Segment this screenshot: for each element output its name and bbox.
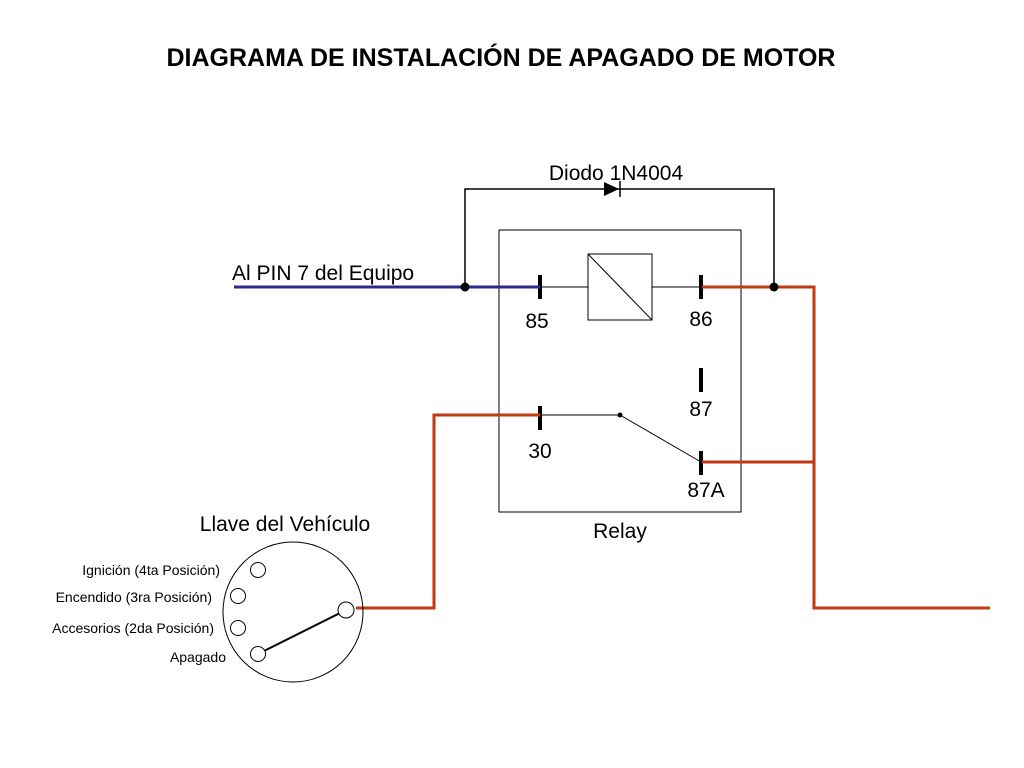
red-wire-output bbox=[702, 285, 990, 610]
diagram-title: DIAGRAMA DE INSTALACIÓN DE APAGADO DE MO… bbox=[167, 42, 836, 72]
key-position-ignicion bbox=[250, 562, 266, 578]
relay-box bbox=[498, 229, 742, 513]
diode-path bbox=[464, 181, 775, 287]
key-position-encendido bbox=[230, 588, 246, 604]
key-position-label-2: Encendido (3ra Posición) bbox=[56, 589, 212, 605]
key-position-label-1: Ignición (4ta Posición) bbox=[82, 562, 220, 578]
diode-label: Diodo 1N4004 bbox=[549, 162, 684, 185]
key-position-accesorios bbox=[230, 620, 246, 636]
key-common-terminal bbox=[337, 601, 355, 619]
key-label: Llave del Vehículo bbox=[200, 513, 370, 536]
junction-dot-right bbox=[769, 282, 779, 292]
key-position-label-4: Apagado bbox=[170, 649, 226, 665]
terminal-85-label: 85 bbox=[525, 310, 548, 333]
ignition-key-dial bbox=[222, 541, 364, 683]
terminal-30 bbox=[538, 406, 542, 430]
terminal-86-label: 86 bbox=[689, 308, 712, 331]
terminal-87a bbox=[699, 451, 703, 475]
terminal-30-label: 30 bbox=[528, 440, 551, 463]
terminal-87 bbox=[699, 368, 703, 392]
key-position-apagado bbox=[250, 646, 266, 662]
relay-coil bbox=[587, 253, 653, 321]
relay-label: Relay bbox=[593, 520, 647, 543]
diode-symbol bbox=[604, 182, 619, 196]
key-position-label-3: Accesorios (2da Posición) bbox=[52, 620, 214, 636]
terminal-87-label: 87 bbox=[689, 398, 712, 421]
relay-switch-arm bbox=[619, 414, 702, 463]
red-wire-30-key bbox=[356, 413, 540, 610]
terminal-87a-label: 87A bbox=[687, 479, 724, 502]
terminal-86 bbox=[699, 275, 703, 299]
junction-dot-left bbox=[460, 282, 470, 292]
relay-switch-pivot bbox=[617, 412, 623, 418]
key-selector-arm bbox=[257, 609, 347, 655]
pin-label: Al PIN 7 del Equipo bbox=[232, 262, 414, 285]
